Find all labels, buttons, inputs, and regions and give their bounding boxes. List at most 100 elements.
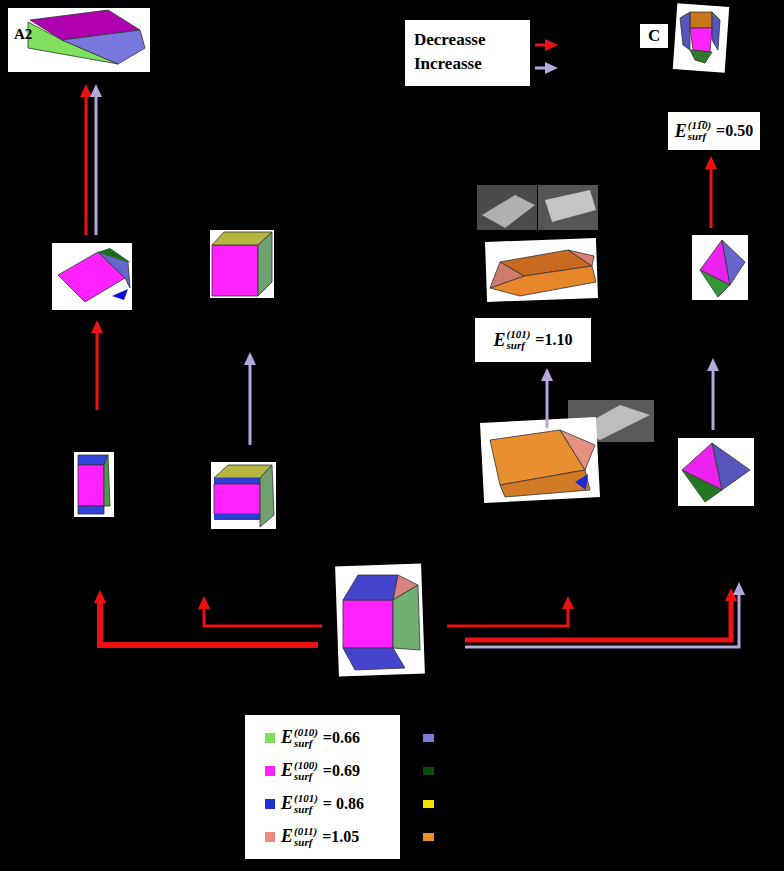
arrow-part (95, 90, 98, 235)
crystal-octahedron-part (712, 443, 750, 490)
crystal-cube-lower-part (214, 478, 260, 484)
subscript: surf (294, 738, 312, 749)
crystal-prism (74, 452, 114, 517)
energy-symbol: E (281, 727, 293, 748)
color-swatch-part (423, 767, 434, 775)
panel-label: C (640, 24, 668, 48)
panel-label: A2 (14, 26, 32, 43)
crystal-octahedron-part (700, 270, 730, 297)
sem-image-part (545, 190, 596, 222)
miller-index: (011) (294, 826, 317, 837)
miller-index: (101) (294, 793, 318, 804)
energy-symbol: E (675, 121, 687, 142)
crystal-central-part (335, 564, 425, 677)
color-swatch-part (423, 800, 434, 808)
arrow-part (204, 602, 322, 626)
surface-energy: E(11̅0)surf =0.50 (675, 120, 753, 142)
arrow-part (535, 44, 552, 47)
index-stack: (11̅0)surf (688, 120, 711, 142)
surface-energy: E(101)surf = 0.86 (281, 793, 364, 815)
sem-image-part (538, 185, 598, 230)
energy-symbol: E (494, 330, 506, 351)
energy-box: E(11̅0)surf =0.50 (668, 112, 760, 150)
crystal-orange-part (485, 238, 598, 302)
crystal-central-part (343, 575, 398, 600)
crystal-tilted-part (52, 243, 132, 310)
index-stack: (010)surf (294, 727, 318, 749)
miller-index: (11̅0) (688, 120, 711, 131)
surface-energy: E(011)surf=1.05 (281, 826, 359, 848)
crystal-central-part (343, 600, 393, 648)
crystal-tilted-part (98, 252, 130, 288)
energy-value: =0.69 (323, 762, 360, 780)
crystal-orange (485, 238, 598, 302)
index-stack: (100)surf (294, 760, 318, 782)
legend-row: E(100)surf =0.69 (265, 754, 388, 787)
crystal-octahedron-part (692, 235, 748, 300)
arrow-part (546, 374, 549, 428)
crystal-central (335, 564, 425, 677)
crystal-central-part (343, 648, 405, 670)
crystal-cube-lower (211, 462, 276, 529)
subscript: surf (688, 131, 706, 142)
energy-value: =1.05 (322, 828, 359, 846)
arrow-part (712, 364, 715, 430)
energy-symbol: E (281, 760, 293, 781)
crystal-tilted-part (112, 289, 128, 300)
crystal-tilted (52, 243, 132, 310)
crystal-c (673, 3, 729, 72)
crystal-central-part (393, 585, 420, 650)
crystal-prism-part (78, 465, 104, 506)
color-swatch-part (423, 833, 434, 841)
arrow-legend: DecreasseIncreasse (405, 20, 530, 86)
crystal-octahedron-part (682, 470, 722, 502)
legend-row: E(010)surf=0.66 (265, 721, 388, 754)
arrow-part (96, 326, 99, 410)
crystal-orange-lower-part (575, 474, 588, 490)
color-swatch-part (423, 734, 434, 742)
crystal-orange-lower (480, 417, 600, 503)
energy-value: = 0.86 (323, 795, 364, 813)
legend-text: Increasse (414, 54, 482, 74)
arrow-part (100, 596, 318, 645)
legend-swatch (265, 832, 275, 842)
crystal-orange-lower-part (500, 470, 590, 497)
arrow-part (465, 588, 739, 647)
crystal-orange-lower-part (560, 430, 595, 470)
crystal-cube-lower-part (260, 465, 274, 527)
crystal-c-part (690, 50, 712, 63)
crystal-prism-part (74, 452, 114, 517)
subscript: surf (294, 771, 312, 782)
arrow-part (465, 594, 731, 640)
arrow-part (535, 67, 552, 70)
arrow-part (447, 602, 568, 626)
index-stack: (101)surf (294, 793, 318, 815)
crystal-cube-lower-part (211, 462, 276, 529)
crystal-c-part (712, 12, 720, 50)
arrow-part (249, 358, 252, 445)
subscript: surf (294, 837, 312, 848)
crystal-cube-part (210, 230, 274, 298)
legend-swatch (265, 766, 275, 776)
crystal-a2-part (62, 30, 145, 64)
miller-index: (101) (507, 329, 531, 340)
subscript: surf (294, 804, 312, 815)
surface-energy: E(010)surf=0.66 (281, 727, 360, 749)
miller-index: (010) (294, 727, 318, 738)
energy-value: =0.50 (716, 122, 753, 140)
arrow-part (710, 162, 713, 228)
sem-image-part (477, 185, 537, 230)
energy-symbol: E (281, 793, 293, 814)
crystal-orange-lower-part (480, 417, 600, 503)
crystal-octahedron (678, 235, 754, 506)
energy-value: =1.10 (535, 331, 572, 349)
sem-image (477, 185, 654, 442)
crystal-prism-part (78, 506, 104, 514)
index-stack: (101)surf (507, 329, 531, 351)
crystal-orange-part (568, 250, 594, 266)
legend-row: E(011)surf=1.05 (265, 820, 388, 853)
crystal-a2-part (8, 8, 150, 72)
color-legend: E(010)surf=0.66E(100)surf=0.69E(101)surf… (245, 715, 400, 859)
crystal-c-part (673, 3, 729, 72)
legend-row: E(101)surf = 0.86 (265, 787, 388, 820)
